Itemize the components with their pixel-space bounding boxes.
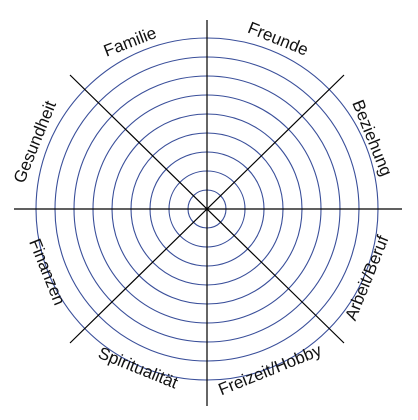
segment-label-finanzen: Finanzen bbox=[25, 236, 69, 308]
wheel-axes bbox=[14, 20, 402, 406]
segment-label-familie: Familie bbox=[101, 23, 159, 60]
axis-diagonal-ne-sw bbox=[69, 74, 345, 344]
segment-label-gesundheit: Gesundheit bbox=[10, 98, 60, 186]
segment-label-arbeit-beruf: Arbeit/Beruf bbox=[341, 233, 392, 324]
segment-label-freizeit-hobby: Freizeit/Hobby bbox=[216, 340, 325, 399]
segment-label-spiritualitaet: Spiritualität bbox=[96, 343, 181, 392]
